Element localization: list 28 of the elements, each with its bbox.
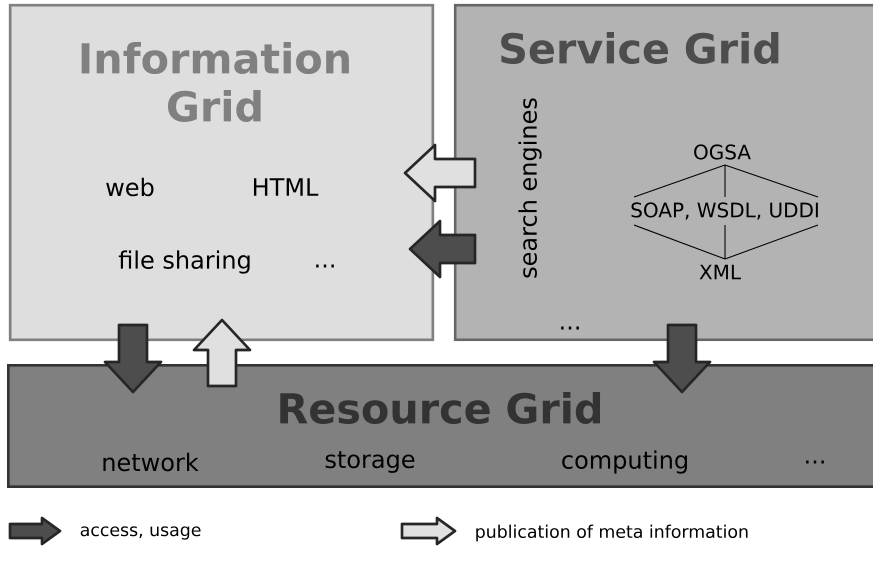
item-label: web bbox=[106, 178, 154, 196]
grid-title: Information Grid bbox=[82, 42, 349, 122]
block-arrow bbox=[408, 220, 476, 278]
item-label: storage bbox=[326, 451, 414, 473]
item-label: file sharing bbox=[118, 250, 250, 274]
legend-label: publication of meta information bbox=[476, 524, 748, 542]
legend-label: access, usage bbox=[80, 526, 201, 540]
grid-title: Service Grid bbox=[501, 32, 778, 64]
item-label: network bbox=[103, 452, 199, 472]
item-label: ... bbox=[806, 460, 824, 464]
item-label: ... bbox=[561, 326, 579, 330]
block-arrow bbox=[652, 324, 712, 394]
grid-box bbox=[8, 4, 434, 342]
item-label: ... bbox=[316, 264, 334, 268]
layer-label: XML bbox=[700, 264, 741, 280]
layer-label: SOAP, WSDL, UDDI bbox=[632, 202, 818, 220]
layer-label: OGSA bbox=[694, 144, 751, 160]
item-label: HTML bbox=[254, 178, 318, 196]
block-arrow bbox=[104, 324, 162, 394]
grid-title: Resource Grid bbox=[280, 392, 600, 424]
grid-box bbox=[454, 4, 873, 342]
item-label: search engines bbox=[518, 98, 542, 278]
item-label: computing bbox=[562, 450, 687, 474]
connector-fan bbox=[633, 224, 819, 260]
grid-box bbox=[7, 364, 873, 488]
block-arrow bbox=[192, 318, 252, 388]
block-arrow bbox=[404, 144, 476, 202]
connector-fan bbox=[633, 164, 819, 198]
